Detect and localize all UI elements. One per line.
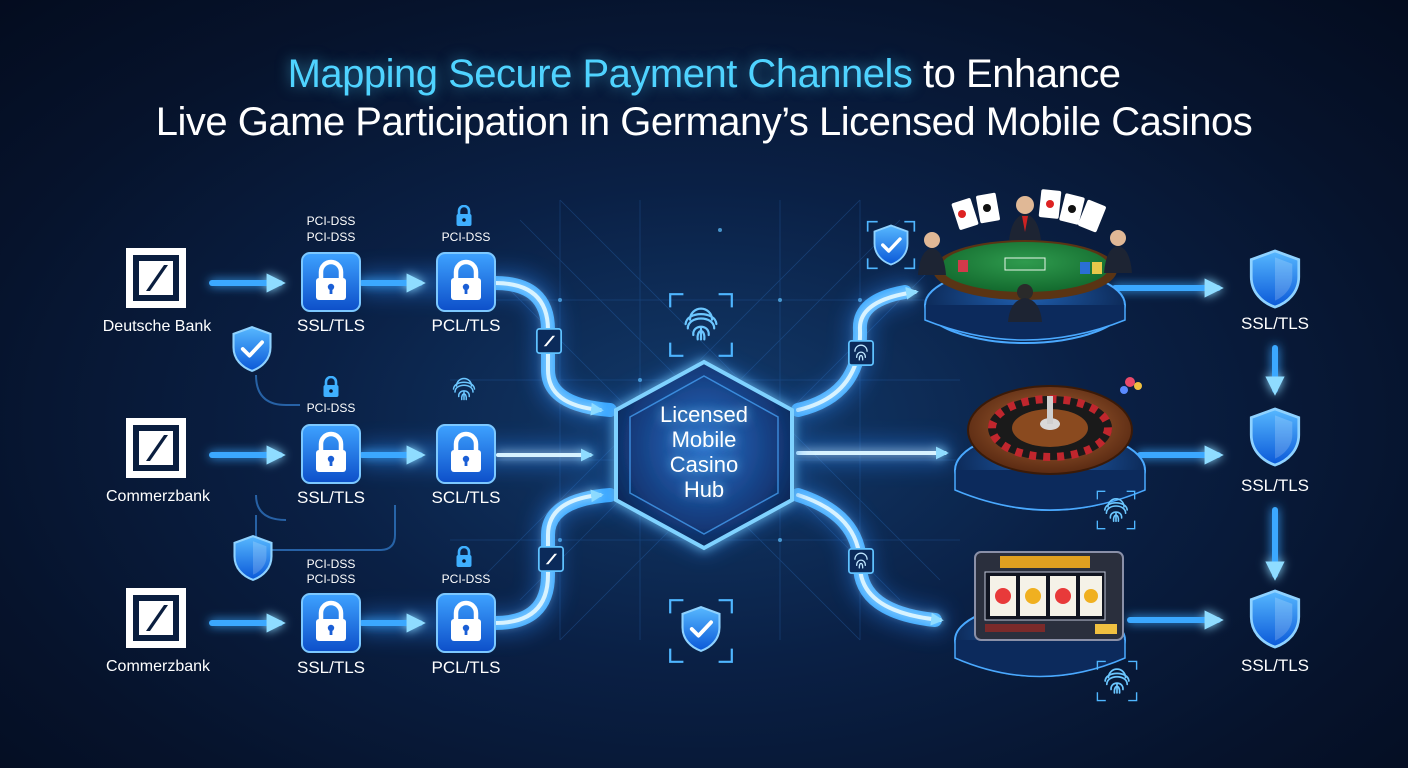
- casino-hub: [610, 355, 798, 555]
- hub-label: Licensed Mobile Casino Hub: [624, 402, 784, 502]
- bank-badge-icon: [538, 546, 564, 572]
- small-lock-icon: [455, 546, 473, 568]
- shield-icon: [233, 535, 273, 581]
- cert-label: PCI-DSS: [306, 230, 356, 244]
- cert-label: PCI-DSS: [306, 572, 356, 586]
- fingerprint-icon: [684, 307, 718, 341]
- shield-icon: [1249, 407, 1301, 467]
- page-title-line-1: Mapping Secure Payment Channels to Enhan…: [0, 52, 1408, 97]
- slot-machine-icon: [954, 551, 1138, 702]
- title-highlight: Mapping Secure Payment Channels: [287, 52, 913, 96]
- roulette-wheel-icon: [954, 377, 1146, 530]
- fingerprint-badge-icon: [848, 548, 874, 574]
- protocol-label: SSL/TLS: [296, 316, 366, 335]
- bank-label: Deutsche Bank: [102, 318, 212, 335]
- scan-frame: [669, 293, 733, 357]
- protocol-label: SCL/TLS: [431, 488, 501, 507]
- output-protocol-label: SSL/TLS: [1240, 314, 1310, 333]
- player-figure: [918, 230, 1132, 322]
- scan-frame: [1096, 660, 1138, 702]
- playing-cards: [951, 189, 1106, 233]
- cert-label: PCI-DSS: [306, 401, 356, 415]
- bank-label: Commerzbank: [105, 658, 211, 675]
- cert-label: PCI-DSS: [306, 557, 356, 571]
- bank-logo-icon: [126, 418, 186, 478]
- lock-icon: [302, 253, 360, 311]
- small-lock-icon: [322, 376, 340, 398]
- lock-icon: [302, 425, 360, 483]
- dealer-figure: [1009, 196, 1041, 240]
- shield-icon: [1249, 249, 1301, 309]
- page-title-line-2: Live Game Participation in Germany’s Lic…: [155, 100, 1253, 144]
- protocol-label: SSL/TLS: [296, 658, 366, 677]
- lock-icon: [437, 425, 495, 483]
- fingerprint-icon: [452, 377, 476, 401]
- cert-label: PCI-DSS: [306, 214, 356, 228]
- hub-label-line: Licensed: [659, 402, 749, 427]
- output-arrows: [1112, 278, 1285, 630]
- poker-table-icon: [866, 189, 1132, 344]
- bank-badge-icon: [536, 328, 562, 354]
- protocol-label: SSL/TLS: [296, 488, 366, 507]
- shield-check-icon: [872, 224, 910, 266]
- output-protocol-label: SSL/TLS: [1240, 476, 1310, 495]
- shield-check-icon: [231, 325, 273, 373]
- title-rest: to Enhance: [912, 52, 1121, 96]
- output-protocol-label: SSL/TLS: [1240, 656, 1310, 675]
- hub-label-line: Hub: [683, 477, 725, 502]
- lock-icon: [302, 594, 360, 652]
- small-lock-icon: [455, 205, 473, 227]
- bank-logo-icon: [126, 588, 186, 648]
- hub-label-line: Mobile: [671, 427, 737, 452]
- bank-label: Commerzbank: [105, 488, 211, 505]
- protocol-label: PCL/TLS: [431, 658, 501, 677]
- fingerprint-icon: [1104, 668, 1130, 694]
- fingerprint-badge-icon: [848, 340, 874, 366]
- chip-stacks: [958, 260, 1102, 274]
- protocol-label: PCL/TLS: [431, 316, 501, 335]
- lock-icon: [437, 594, 495, 652]
- bank-logo-icon: [126, 248, 186, 308]
- shield-check-icon: [683, 607, 720, 651]
- input-arrows: [209, 273, 426, 633]
- lock-icon: [437, 253, 495, 311]
- hub-label-line: Casino: [669, 452, 739, 477]
- cert-label: PCI-DSS: [441, 572, 491, 586]
- cert-label: PCI-DSS: [441, 230, 491, 244]
- shield-icon: [1249, 589, 1301, 649]
